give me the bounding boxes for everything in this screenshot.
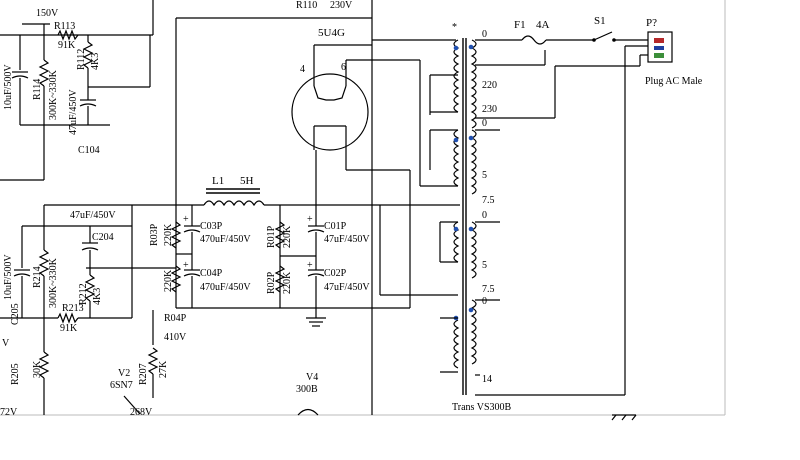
label-f1: F1 — [514, 19, 526, 31]
label-r214: R214 — [32, 266, 43, 288]
label-r213-value: 91K — [60, 323, 78, 334]
label-r113-value: 91K — [58, 40, 76, 51]
label-l1: L1 — [212, 175, 224, 187]
plug-live-pin — [654, 38, 664, 43]
label-tap-0-primary: 0 — [482, 29, 487, 40]
r114-resistor — [38, 59, 50, 87]
fuse-f1 — [521, 35, 547, 45]
rectifier-tube-envelope — [291, 73, 369, 151]
label-r212-value: 4K3 — [92, 288, 103, 305]
label-r02p-value: 220K — [282, 271, 293, 294]
label-c04p: C04P — [200, 268, 223, 279]
label-f1-value: 4A — [536, 19, 550, 31]
r113-resistor — [57, 29, 79, 41]
label-268v: 268V — [130, 407, 153, 418]
label-c205: C205 — [10, 303, 21, 325]
r112-resistor — [82, 41, 94, 69]
label-tap-220: 220 — [482, 80, 497, 91]
label-r112: R112 — [76, 49, 87, 70]
label-v-partial: V — [2, 338, 10, 349]
label-tap-14: 14 — [482, 374, 492, 385]
label-5u4g: 5U4G — [318, 27, 345, 39]
lower-stage: 410V R207 27K V2 6SN7 268V V4 300B — [110, 310, 319, 418]
label-pin-4: 4 — [300, 64, 305, 75]
label-r03p: R03P — [149, 223, 160, 246]
label-l1-value: 5H — [240, 175, 254, 187]
left-bottom-section: 47uF/450V C204 R212 4K3 R214 300K~330K 1… — [0, 205, 176, 418]
label-r04p-value: 220K — [163, 269, 174, 292]
label-c-10uf-top: 10uF/500V — [3, 64, 14, 110]
label-r04p: R04P — [164, 313, 187, 324]
label-r03p-value: 220K — [163, 223, 174, 246]
label-v2: V2 — [118, 368, 130, 379]
label-c02p-value: 47uF/450V — [324, 282, 370, 293]
label-c01p: C01P — [324, 221, 347, 232]
label-tap-0-sec2: 0 — [482, 210, 487, 221]
power-transformer: * — [372, 22, 640, 413]
label-tap-7-5-sec2: 7.5 — [482, 284, 495, 295]
label-c02p: C02P — [324, 268, 347, 279]
choke-l1: L1 5H — [203, 175, 265, 207]
plus-c04p: + — [183, 260, 189, 271]
label-transformer: Trans VS300B — [452, 402, 512, 413]
label-r213: R213 — [62, 303, 84, 314]
label-150v: 150V — [36, 8, 59, 19]
label-r207: R207 — [138, 363, 149, 385]
label-p-ref: P? — [646, 17, 657, 29]
mains-input: F1 4A S1 P? Plug AC Male — [514, 15, 703, 421]
label-r110: R110 — [296, 0, 317, 11]
r110-area: R110 230V — [175, 0, 373, 415]
label-r112-value: 4K3 — [90, 53, 101, 70]
label-r214-value: 300K~330K — [48, 257, 59, 308]
label-r205: R205 — [10, 363, 21, 385]
label-v4: V4 — [306, 372, 318, 383]
label-c03p-value: 470uF/450V — [200, 234, 251, 245]
label-c03p: C03P — [200, 221, 223, 232]
rectifier-5u4g: 5U4G 4 6 — [291, 27, 410, 205]
label-pin-6: 6 — [341, 62, 346, 73]
left-top-section: 150V R113 91K R112 4K3 R114 300K~330K 10… — [0, 0, 154, 181]
plus-c03p: + — [183, 214, 189, 225]
plug-ac-body — [647, 31, 673, 63]
label-tap-0-sec1: 0 — [482, 118, 487, 129]
label-410v: 410V — [164, 332, 187, 343]
label-r212: R212 — [78, 283, 89, 305]
plug-neutral-pin — [654, 46, 664, 50]
filter-caps-block: R03P 220K 220K + + C03P 470uF/450V C04P … — [149, 170, 411, 327]
label-230v: 230V — [330, 0, 353, 11]
label-plug: Plug AC Male — [645, 76, 703, 87]
label-tap-7-5-sec1: 7.5 — [482, 195, 495, 206]
label-star: * — [452, 22, 457, 33]
label-r114-value: 300K~330K — [48, 69, 59, 120]
label-tap-0-sec3: 0 — [482, 296, 487, 307]
plug-earth-pin — [654, 53, 664, 58]
switch-s1 — [593, 31, 613, 41]
label-v4-type: 300B — [296, 384, 318, 395]
plus-c02p: + — [307, 260, 313, 271]
label-tap-5-sec1: 5 — [482, 170, 487, 181]
label-c04p-value: 470uF/450V — [200, 282, 251, 293]
label-c-10uf-bottom: 10uF/500V — [3, 254, 14, 300]
label-s1: S1 — [594, 15, 606, 27]
label-r02p: R02P — [266, 271, 277, 294]
label-c01p-value: 47uF/450V — [324, 234, 370, 245]
label-r207-value: 27K — [158, 360, 169, 378]
label-r01p: R01P — [266, 225, 277, 248]
label-r114: R114 — [32, 79, 43, 100]
label-r205-value: 30K — [32, 360, 43, 378]
label-72v: 72V — [0, 407, 18, 418]
label-v2-type: 6SN7 — [110, 380, 133, 391]
label-c-47uf-top: 47uF/450V — [68, 89, 79, 135]
label-r113: R113 — [54, 21, 75, 32]
label-r01p-value: 220K — [282, 225, 293, 248]
label-tap-5-sec2: 5 — [482, 260, 487, 271]
label-c204: C204 — [92, 232, 114, 243]
label-c104: C104 — [78, 145, 100, 156]
label-c-47uf-mid: 47uF/450V — [70, 210, 116, 221]
plus-c01p: + — [307, 214, 313, 225]
label-tap-230: 230 — [482, 104, 497, 115]
